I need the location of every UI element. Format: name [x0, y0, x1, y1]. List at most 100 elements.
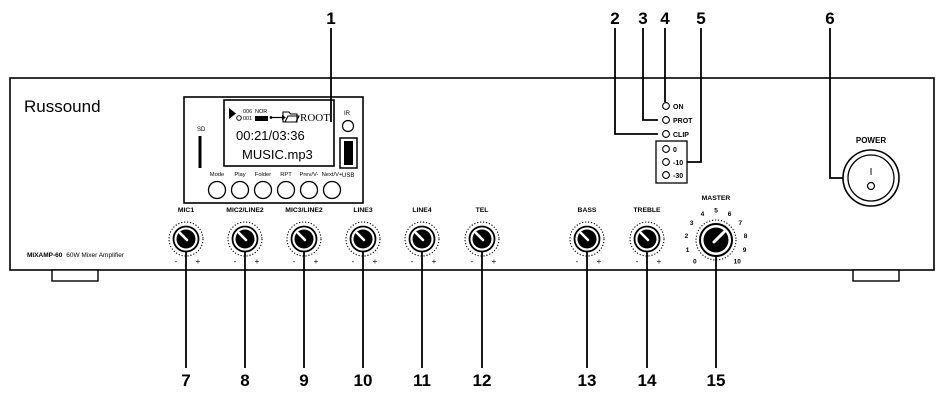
- knob-max-mic1: +: [196, 257, 201, 266]
- clip-led: [662, 130, 670, 138]
- callout-14: 14: [638, 371, 657, 390]
- knob-min-mic1: -: [175, 257, 178, 266]
- knob-min-tel: -: [471, 257, 474, 266]
- usb-label: USB: [342, 173, 354, 179]
- knob-scale-bass: [569, 221, 605, 257]
- callout-12: 12: [473, 371, 492, 390]
- knob-pointer-mic1: [178, 231, 189, 242]
- file-name: MUSIC.mp3: [242, 147, 313, 162]
- knob-pointer-mic2-line2: [237, 231, 248, 242]
- callout-4: 4: [660, 9, 670, 28]
- sd-label: SD: [197, 127, 206, 133]
- knob-label-line4: LINE4: [412, 207, 431, 214]
- media-button-label-prev-v: Prev/V-: [299, 172, 318, 178]
- model-name: MIXAMP-60: [27, 252, 63, 259]
- callout-numbers: 1 2 3 4 5 6 7 8 9 10 11 12 13 14 15: [181, 9, 834, 390]
- lcd-screen: [223, 99, 335, 167]
- level-30-led: [662, 171, 670, 179]
- callout-11: 11: [413, 371, 431, 390]
- knob-min-mic2-line2: -: [234, 257, 237, 266]
- usb-port-tongue: [344, 141, 353, 165]
- master-scale-3: 3: [690, 220, 694, 227]
- track-number-a: 006: [243, 109, 252, 115]
- level-0-led: [662, 145, 670, 153]
- master-scale-8: 8: [744, 233, 748, 240]
- callout-8: 8: [240, 371, 249, 390]
- knob-scale-mic1: [168, 221, 204, 257]
- knob-pointer-tel: [474, 231, 485, 242]
- knob-scale-mic2-line2: [227, 221, 263, 257]
- master-label: MASTER: [702, 195, 731, 202]
- master-scale-4: 4: [701, 211, 705, 218]
- master-scale-5: 5: [714, 208, 718, 215]
- callout-1: 1: [326, 9, 335, 28]
- master-knob-pointer: [712, 230, 726, 244]
- media-button-next-v[interactable]: [322, 180, 342, 200]
- callout-10: 10: [354, 371, 373, 390]
- battery-icon: [255, 116, 268, 121]
- callout-leaders: [330, 28, 843, 179]
- knob-pointer-treble: [639, 231, 650, 242]
- on-led: [662, 102, 670, 110]
- media-button-prev-v[interactable]: [299, 180, 319, 200]
- level-10-led: [662, 158, 670, 166]
- master-scale-1: 1: [686, 247, 690, 254]
- folder-icon: [282, 111, 300, 123]
- callout-3: 3: [638, 9, 647, 28]
- play-status-icon: [229, 108, 236, 119]
- knob-label-mic2-line2: MIC2/LINE2: [226, 207, 264, 214]
- sd-card-slot[interactable]: [198, 136, 202, 168]
- master-scale-0: 0: [693, 259, 697, 266]
- callout-2: 2: [610, 9, 619, 28]
- clip-label: CLIP: [673, 132, 689, 139]
- prot-led: [662, 116, 670, 124]
- callout-7: 7: [181, 371, 190, 390]
- knob-max-line4: +: [432, 257, 437, 266]
- knob-max-line3: +: [373, 257, 378, 266]
- knob-min-mic3-line2: -: [293, 257, 296, 266]
- media-button-rpt[interactable]: [276, 180, 296, 200]
- callout-5: 5: [696, 9, 705, 28]
- knob-min-bass: -: [576, 257, 579, 266]
- knob-scale-treble: [629, 221, 665, 257]
- master-knob-scale: [695, 219, 737, 261]
- folder-name: ROOT: [300, 112, 330, 124]
- knob-max-mic3-line2: +: [314, 257, 319, 266]
- knob-max-bass: +: [597, 257, 602, 266]
- media-button-mode[interactable]: [207, 180, 227, 200]
- callout-13: 13: [578, 371, 597, 390]
- media-button-label-mode: Mode: [210, 172, 225, 178]
- media-button-label-folder: Folder: [255, 172, 272, 178]
- callout-6: 6: [825, 9, 834, 28]
- power-button[interactable]: [847, 154, 895, 202]
- prot-label: PROT: [673, 118, 693, 125]
- power-off-symbol: [866, 181, 876, 191]
- knob-max-treble: +: [657, 257, 662, 266]
- knob-pointer-bass: [579, 231, 590, 242]
- knob-label-mic1: MIC1: [178, 207, 194, 214]
- callout-9: 9: [299, 371, 308, 390]
- ir-label: IR: [344, 111, 351, 117]
- knob-min-line4: -: [411, 257, 414, 266]
- knob-scale-tel: [464, 221, 500, 257]
- media-button-play[interactable]: [230, 180, 250, 200]
- on-label: ON: [673, 104, 684, 111]
- media-module: SD 006 001 NOR ROOT 00:21/03:36 MUSIC.mp…: [183, 96, 364, 204]
- master-scale-10: 10: [734, 259, 742, 266]
- knob-callout-leaders: [185, 252, 717, 368]
- knob-max-tel: +: [492, 257, 497, 266]
- play-mode-label: NOR: [255, 109, 267, 115]
- knob-label-bass: BASS: [578, 207, 597, 214]
- level-10-label: -10: [673, 160, 683, 167]
- power-section: POWER I: [842, 136, 900, 207]
- track-number-b: 001: [243, 116, 252, 122]
- knob-scale-mic3-line2: [286, 221, 322, 257]
- master-scale-7: 7: [738, 220, 742, 227]
- media-button-folder[interactable]: [253, 180, 273, 200]
- knob-pointer-mic3-line2: [296, 231, 307, 242]
- status-indicators: ON PROT CLIP 0 -10 -30: [655, 102, 693, 184]
- master-scale-2: 2: [685, 233, 689, 240]
- leader-2: [614, 28, 658, 135]
